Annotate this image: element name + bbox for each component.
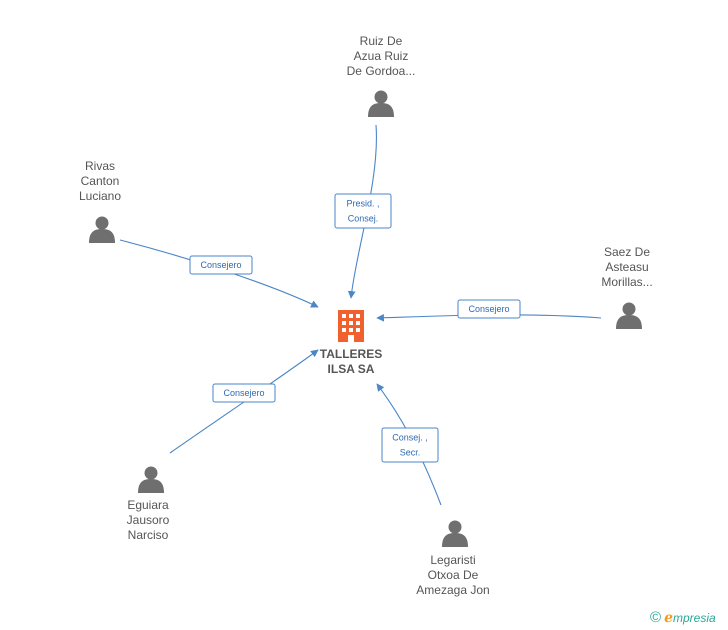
role-label-box	[189, 255, 253, 275]
person-name-line: Eguiara	[127, 498, 169, 512]
person-icon	[89, 216, 115, 243]
brand-logo-e: ℯ	[664, 609, 673, 625]
person-name-line: Amezaga Jon	[416, 583, 489, 597]
role-label-box	[212, 383, 276, 403]
company-name-line-1: TALLERES	[320, 347, 382, 361]
role-label-box	[381, 427, 439, 463]
role-text: Consejero	[200, 260, 241, 270]
role-text: Consejero	[223, 388, 264, 398]
company-node[interactable]: TALLERES ILSA SA	[320, 310, 382, 376]
person-name-line: Ruiz De	[360, 34, 403, 48]
person-name-line: Canton	[81, 174, 120, 188]
person-icon	[442, 520, 468, 547]
person-node-saez[interactable]: Saez DeAsteasuMorillas...	[601, 245, 653, 329]
role-text: Presid. ,	[346, 199, 379, 209]
role-text: Secr.	[400, 448, 421, 458]
person-name-line: Morillas...	[601, 275, 652, 289]
copyright-icon: ©	[650, 609, 662, 626]
person-name-line: Narciso	[128, 528, 169, 542]
company-name-line-2: ILSA SA	[328, 362, 375, 376]
person-name-line: Rivas	[85, 159, 115, 173]
brand-name: mpresia	[672, 611, 716, 625]
role-text: Consej. ,	[392, 433, 428, 443]
edges-layer: Presid. ,Consej.ConsejeroConsejeroConsej…	[119, 124, 602, 506]
role-text: Consej.	[348, 214, 379, 224]
person-icon	[138, 466, 164, 493]
person-name-line: Otxoa De	[428, 568, 479, 582]
person-name-line: Legaristi	[430, 553, 475, 567]
person-name-line: De Gordoa...	[347, 64, 416, 78]
role-label-saez[interactable]: Consejero	[457, 299, 521, 319]
person-name-line: Jausoro	[127, 513, 170, 527]
person-name-line: Luciano	[79, 189, 121, 203]
role-label-legaristi[interactable]: Consej. , Secr.	[381, 427, 439, 463]
person-name-line: Saez De	[604, 245, 650, 259]
role-label-box	[457, 299, 521, 319]
building-icon	[338, 310, 364, 342]
person-name-line: Azua Ruiz	[354, 49, 409, 63]
role-label-rivas[interactable]: Consejero	[189, 255, 253, 275]
person-icon	[368, 90, 394, 117]
role-label-eguiara[interactable]: Consejero	[212, 383, 276, 403]
role-label-ruiz[interactable]: Presid. , Consej.	[334, 193, 392, 229]
copyright-footer: ©ℯmpresia	[650, 609, 716, 626]
person-icon	[616, 302, 642, 329]
role-label-box	[334, 193, 392, 229]
person-name-line: Asteasu	[605, 260, 648, 274]
role-text: Consejero	[468, 304, 509, 314]
